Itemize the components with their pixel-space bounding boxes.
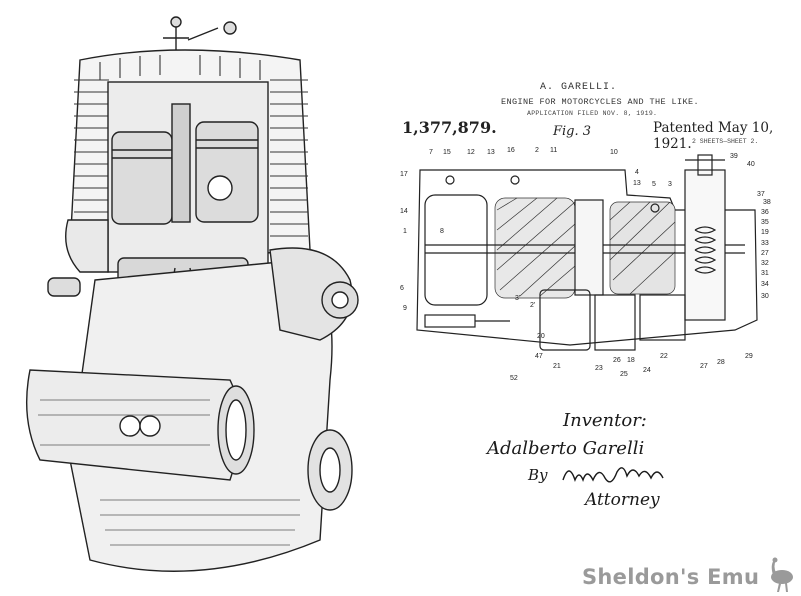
inventor-label: Inventor: [563,410,647,431]
callout-14: 14 [400,208,408,215]
callout-2b: 2' [530,302,535,309]
callout-35: 35 [761,219,769,226]
callout-30: 30 [761,293,769,300]
callout-17: 17 [400,171,408,178]
callout-8: 8 [440,228,444,235]
callout-37: 37 [757,191,765,198]
callout-13b: 13 [633,180,641,187]
callout-32: 32 [761,260,769,267]
callout-1: 1 [403,228,407,235]
callout-18: 18 [627,357,635,364]
callout-27: 27 [761,250,769,257]
callout-38: 38 [763,199,771,206]
callout-16: 16 [507,147,515,154]
callout-20: 20 [537,333,545,340]
callout-3: 3 [668,181,672,188]
by-label: By [528,466,548,484]
callout-27b: 27 [700,363,708,370]
callout-15: 15 [443,149,451,156]
callout-13: 13 [487,149,495,156]
callout-24: 24 [643,367,651,374]
callout-7: 7 [429,149,433,156]
callout-28: 28 [717,359,725,366]
patent-application-date: APPLICATION FILED NOV. 8, 1919. [527,110,657,117]
attorney-signature [555,460,685,490]
callout-47: 47 [535,353,543,360]
callout-5: 5 [652,181,656,188]
callout-31: 31 [761,270,769,277]
callout-9: 9 [403,305,407,312]
engine-cutaway-illustration [0,0,380,596]
callout-23: 23 [595,365,603,372]
callout-2: 2 [535,147,539,154]
callout-12: 12 [467,149,475,156]
figure-label: Fig. 3 [553,124,591,139]
callout-26: 26 [613,357,621,364]
attorney-label: Attorney [585,490,660,510]
callout-6: 6 [400,285,404,292]
callout-36: 36 [761,209,769,216]
patent-cross-section-drawing: 7 15 12 13 16 2 11 10 4 13 5 3 39 40 17 … [395,140,775,400]
patent-number: 1,377,879. [402,118,497,137]
callout-40: 40 [747,161,755,168]
callout-4: 4 [635,169,639,176]
patent-title: ENGINE FOR MOTORCYCLES AND THE LIKE. [501,97,699,107]
watermark-text: Sheldon's Emu [582,565,759,589]
callout-34: 34 [761,281,769,288]
callout-52: 52 [510,375,518,382]
inventor-name: Adalberto Garelli [487,438,644,459]
callout-25: 25 [620,371,628,378]
callout-3b: 3' [515,295,520,302]
callout-11: 11 [550,147,557,154]
emu-icon [765,557,797,593]
callout-10: 10 [610,149,618,156]
callout-39: 39 [730,153,738,160]
callout-22: 22 [660,353,668,360]
callout-21: 21 [553,363,561,370]
callout-29: 29 [745,353,753,360]
callout-33: 33 [761,240,769,247]
callout-19: 19 [761,229,769,236]
patent-inventor-header: A. GARELLI. [540,82,617,93]
